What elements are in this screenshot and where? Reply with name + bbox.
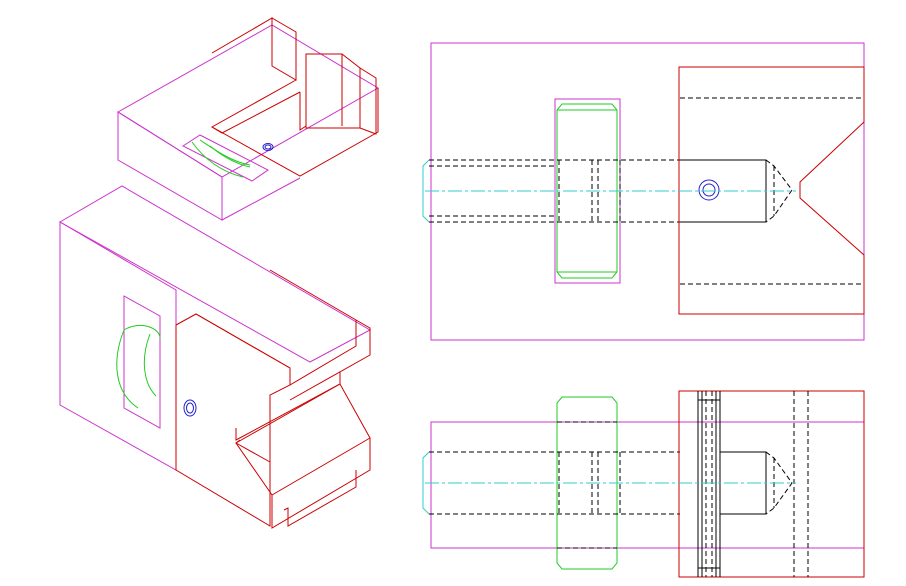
exploded-slot: [181, 134, 269, 182]
top-view-shaft-end: [422, 159, 430, 223]
exploded-jaw-notch: [299, 92, 307, 131]
top-view-knob: [556, 103, 618, 279]
assembled-jaw-top-edge: [195, 313, 291, 369]
exploded-knob-arc-inner: [199, 139, 251, 166]
assembled-screw-housing-front: [271, 438, 371, 529]
assembled-slide-rail: [235, 372, 341, 441]
front-view-shaft-end: [422, 451, 430, 515]
front-view-screw-cone: [765, 451, 793, 515]
assembled-window: [123, 295, 161, 429]
assembled-body-front-face: [59, 221, 177, 471]
top-view-jaw: [678, 66, 865, 315]
exploded-knob-arc-outer: [191, 141, 244, 178]
exploded-body-bottom-edge: [221, 177, 301, 221]
exploded-body-front-face: [117, 111, 223, 221]
top-view-hole-inner: [702, 183, 716, 197]
top-view-screw-cone: [765, 159, 793, 223]
front-view-jaw: [678, 390, 865, 578]
assembled-hole-inner: [186, 402, 194, 414]
isometric-exploded-view: [117, 17, 379, 221]
assembled-knob-arc-top: [123, 325, 161, 339]
assembled-screw-housing-notch: [283, 470, 357, 527]
exploded-screw-end: [359, 67, 377, 135]
top-view: [422, 42, 865, 341]
assembled-hole: [183, 399, 197, 417]
exploded-jaw-front: [211, 88, 379, 177]
front-view-knob: [556, 396, 618, 570]
exploded-hole: [262, 143, 274, 151]
front-view-body: [430, 421, 865, 549]
assembled-jaw-side: [289, 319, 371, 401]
exploded-hole-inner: [264, 144, 272, 150]
assembled-screw-housing-top: [235, 383, 371, 496]
assembled-body-top-face: [58, 185, 372, 363]
exploded-knob-arc-3: [209, 145, 251, 168]
assembled-knob-arc-inner: [143, 333, 157, 397]
isometric-assembled-view: [58, 185, 372, 529]
top-view-hole: [698, 179, 720, 201]
assembled-knob-arc-outer: [116, 329, 139, 409]
assembled-jaw-step: [289, 330, 357, 386]
front-view: [422, 390, 865, 578]
exploded-jaw-ledge: [211, 79, 301, 134]
exploded-screw-block: [305, 53, 361, 129]
exploded-jaw-top-edge: [211, 17, 273, 54]
